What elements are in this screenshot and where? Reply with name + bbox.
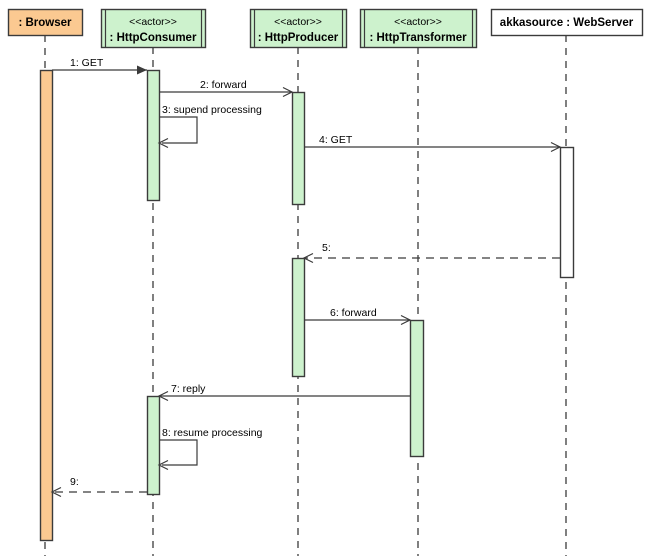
- participant-header-web-server[interactable]: akkasource : WebServer: [490, 8, 644, 37]
- message-arrowhead-6: [400, 314, 412, 326]
- participant-header-http-producer[interactable]: <<actor>> : HttpProducer: [249, 8, 348, 49]
- message-9[interactable]: 9:: [50, 476, 147, 498]
- message-arrowhead-2: [282, 86, 294, 98]
- participant-name-http-producer: : HttpProducer: [258, 32, 339, 44]
- participant-box-http-transformer: [359, 8, 478, 49]
- message-line-8: [159, 439, 198, 466]
- message-arrowhead-5: [302, 252, 314, 264]
- message-arrowhead-3: [157, 137, 169, 149]
- message-label-2: 2: forward: [200, 79, 247, 91]
- participant-name-browser: : Browser: [18, 17, 72, 29]
- activation-bars-layer: [39, 69, 575, 542]
- activation-bar-http-transformer: [409, 319, 425, 458]
- message-2[interactable]: 2: forward: [159, 79, 294, 98]
- message-line-3: [159, 116, 198, 144]
- messages-layer: 1: GET 2: forward 3: supend processing 4: G…: [50, 57, 562, 498]
- participant-name-web-server: akkasource : WebServer: [500, 17, 634, 29]
- participant-name-http-consumer: : HttpConsumer: [110, 32, 197, 44]
- activation-bar-http-producer: [291, 91, 306, 206]
- activation-bar-http-producer: [291, 257, 306, 378]
- message-label-1: 1: GET: [70, 57, 104, 69]
- participant-box-web-server: [490, 8, 644, 37]
- message-label-5: 5:: [322, 242, 331, 254]
- participant-stereotype-http-producer: <<actor>>: [274, 16, 322, 28]
- message-1[interactable]: 1: GET: [52, 57, 147, 75]
- participant-stereotype-http-transformer: <<actor>>: [394, 16, 442, 28]
- message-label-4: 4: GET: [319, 134, 353, 146]
- message-label-3: 3: supend processing: [162, 104, 262, 116]
- participant-box-http-consumer: [100, 8, 207, 49]
- activation-bar-browser: [39, 69, 54, 542]
- message-label-6: 6: forward: [330, 307, 377, 319]
- participant-header-http-transformer[interactable]: <<actor>> : HttpTransformer: [359, 8, 478, 49]
- activation-bar-web-server: [559, 146, 575, 279]
- message-label-9: 9:: [70, 476, 79, 488]
- message-arrowhead-7: [157, 390, 169, 402]
- message-4[interactable]: 4: GET: [304, 134, 562, 153]
- message-6[interactable]: 6: forward: [304, 307, 412, 326]
- message-label-7: 7: reply: [171, 383, 206, 395]
- message-arrowhead-1: [137, 65, 147, 75]
- activation-bar-http-consumer: [146, 69, 161, 202]
- lifelines-layer: [44, 35, 567, 556]
- message-arrowhead-9: [50, 486, 62, 498]
- message-7[interactable]: 7: reply: [157, 383, 410, 402]
- participant-stereotype-http-consumer: <<actor>>: [129, 16, 177, 28]
- participant-box-http-producer: [249, 8, 348, 49]
- message-5[interactable]: 5:: [302, 242, 560, 264]
- participant-name-http-transformer: : HttpTransformer: [369, 32, 467, 44]
- activation-bar-http-consumer: [146, 395, 161, 496]
- participant-header-http-consumer[interactable]: <<actor>> : HttpConsumer: [100, 8, 207, 49]
- participant-box-browser: [7, 8, 84, 37]
- participant-header-browser[interactable]: : Browser: [7, 8, 84, 37]
- message-label-8: 8: resume processing: [162, 427, 263, 439]
- message-3[interactable]: 3: supend processing: [157, 104, 262, 149]
- message-arrowhead-8: [157, 459, 169, 471]
- participant-headers-layer: : Browser<<actor>>: HttpConsumer<<actor>…: [7, 8, 644, 49]
- message-8[interactable]: 8: resume processing: [157, 427, 263, 471]
- message-arrowhead-4: [550, 141, 562, 153]
